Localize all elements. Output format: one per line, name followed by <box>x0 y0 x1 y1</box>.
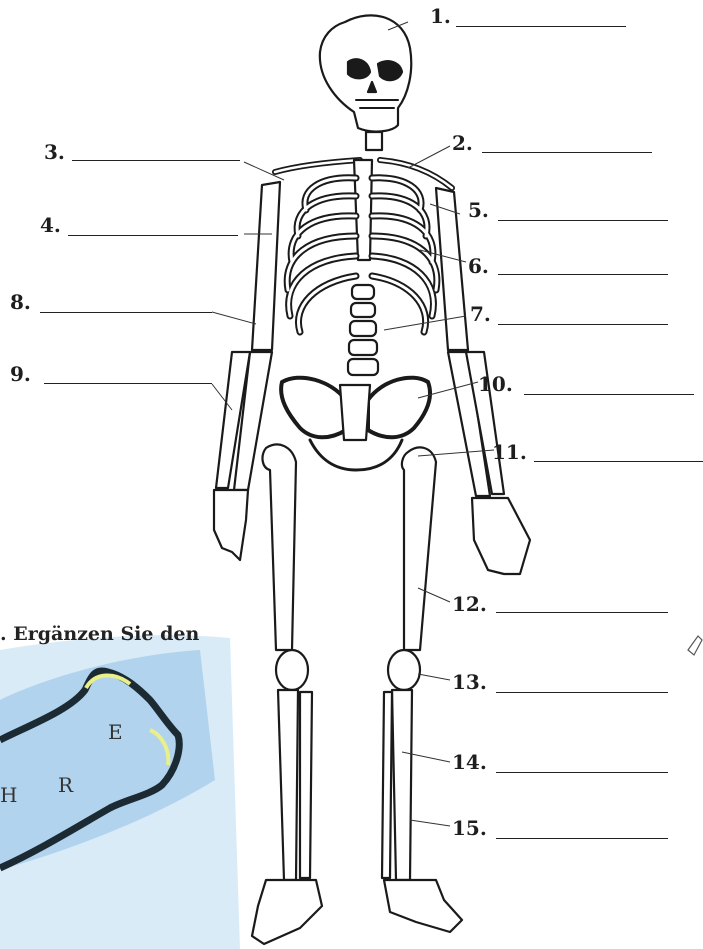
spine <box>348 285 378 375</box>
answer-blank-7[interactable] <box>498 324 668 325</box>
exercise-caption: . Ergänzen Sie den <box>0 623 199 645</box>
bone-letter-e: E <box>108 720 123 744</box>
answer-blank-11[interactable] <box>534 461 703 462</box>
label-4-number: 4. <box>40 215 61 235</box>
answer-blank-13[interactable] <box>496 692 668 693</box>
answer-blank-8[interactable] <box>40 312 212 313</box>
label-9-number: 9. <box>10 364 31 384</box>
bone-illustration <box>0 635 240 949</box>
label-8-number: 8. <box>10 292 31 312</box>
answer-blank-6[interactable] <box>498 274 668 275</box>
label-14-number: 14. <box>452 752 487 772</box>
margin-scribble <box>688 636 702 655</box>
label-3-number: 3. <box>44 142 65 162</box>
label-10-number: 10. <box>478 374 513 394</box>
answer-blank-12[interactable] <box>496 612 668 613</box>
answer-blank-9[interactable] <box>44 383 212 384</box>
answer-blank-2[interactable] <box>482 152 652 153</box>
left-femur <box>263 444 296 650</box>
label-7-number: 7. <box>470 304 491 324</box>
label-1-number: 1. <box>430 6 451 26</box>
right-hand <box>472 498 530 574</box>
label-12-number: 12. <box>452 594 487 614</box>
label-15-number: 15. <box>452 818 487 838</box>
bone-letter-r: R <box>58 773 73 797</box>
answer-blank-14[interactable] <box>496 772 668 773</box>
bone-letter-h: H <box>0 783 17 807</box>
label-5-number: 5. <box>468 200 489 220</box>
answer-blank-5[interactable] <box>498 220 668 221</box>
label-2-number: 2. <box>452 133 473 153</box>
right-femur <box>402 447 436 650</box>
right-humerus <box>436 188 468 350</box>
answer-blank-4[interactable] <box>68 235 238 236</box>
answer-blank-15[interactable] <box>496 838 668 839</box>
left-hand <box>214 490 248 560</box>
label-11-number: 11. <box>492 442 527 462</box>
left-foot <box>252 880 322 944</box>
left-humerus <box>252 182 280 350</box>
pelvis <box>281 378 346 438</box>
skeleton <box>214 15 530 944</box>
answer-blank-10[interactable] <box>524 394 694 395</box>
label-6-number: 6. <box>468 256 489 276</box>
answer-blank-1[interactable] <box>456 26 626 27</box>
answer-blank-3[interactable] <box>72 160 240 161</box>
label-13-number: 13. <box>452 672 487 692</box>
right-foot <box>384 880 462 932</box>
